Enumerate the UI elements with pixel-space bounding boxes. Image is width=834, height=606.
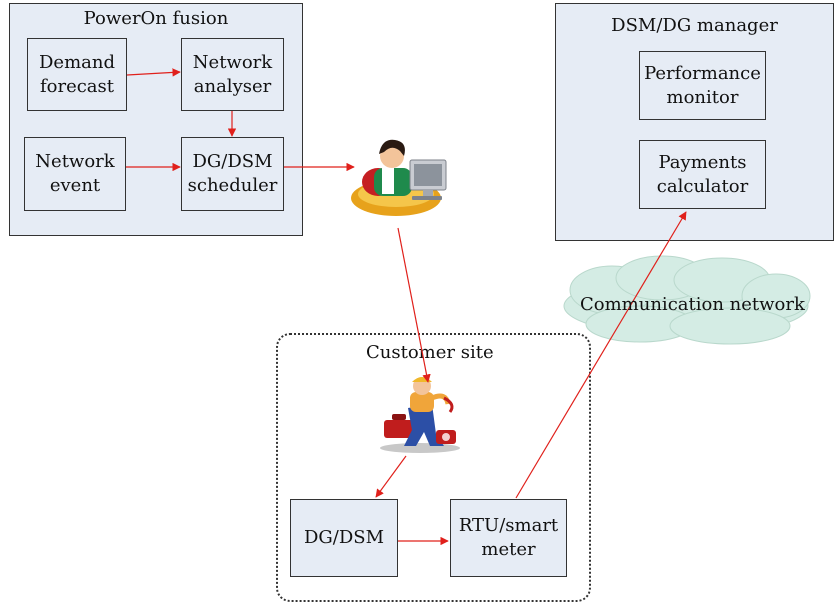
poweron-fusion-title: PowerOn fusion xyxy=(83,8,229,29)
technician-with-phone-icon xyxy=(380,377,460,453)
demand-forecast-box: Demand forecast xyxy=(27,38,127,111)
dg-dsm-box: DG/DSM xyxy=(290,499,398,577)
performance-monitor-box: Performance monitor xyxy=(639,51,766,120)
customer-site-title: Customer site xyxy=(366,342,494,363)
communication-network-label: Communication network xyxy=(580,294,805,315)
arrow-meter-to-payments xyxy=(515,211,687,499)
arrow-forecast-to-analyser xyxy=(126,68,181,77)
network-analyser-box: Network analyser xyxy=(181,38,284,111)
dsm-dg-manager-title: DSM/DG manager xyxy=(611,15,778,36)
operator-at-computer-icon xyxy=(351,139,447,216)
rtu-smart-meter-box: RTU/smart meter xyxy=(450,499,567,577)
arrow-operator-to-technician xyxy=(397,227,431,383)
arrow-technician-to-dgdsm xyxy=(375,455,407,498)
payments-calculator-box: Payments calculator xyxy=(639,140,766,209)
network-event-box: Network event xyxy=(24,137,126,211)
customer-site-boundary xyxy=(276,333,591,602)
dg-dsm-scheduler-box: DG/DSM scheduler xyxy=(181,137,284,211)
